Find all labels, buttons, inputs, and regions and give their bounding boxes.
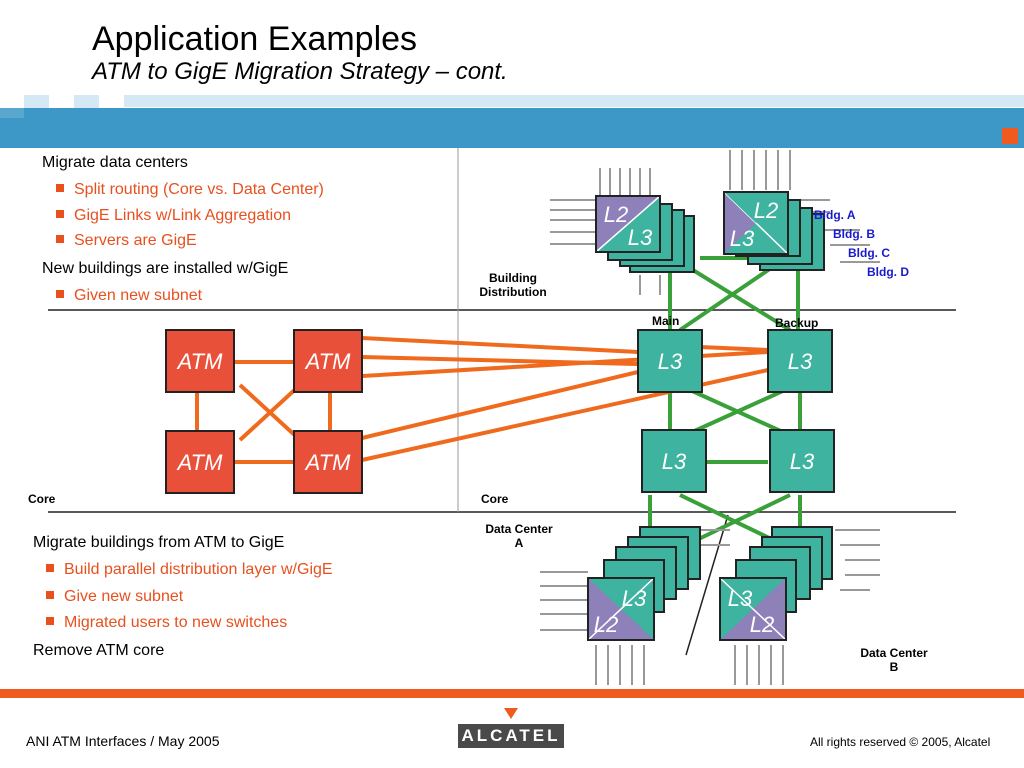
atm-switches: ATM ATM ATM ATM <box>165 329 363 494</box>
data-center-b-label: Data Center B <box>860 646 928 674</box>
atm-switch-2: ATM <box>293 329 363 393</box>
bldg-d-label: Bldg. D <box>867 265 909 279</box>
bottom-bullet-3: Migrated users to new switches <box>46 614 287 632</box>
atm-to-main-1 <box>361 336 639 354</box>
atm-switch-3: ATM <box>165 430 235 494</box>
divider-diagonal <box>685 514 729 656</box>
l3-text: L3 <box>628 225 653 250</box>
bottom-heading-1: Migrate buildings from ATM to GigE <box>33 534 285 551</box>
header-accent-square <box>1002 128 1018 144</box>
main-to-backup <box>699 345 769 352</box>
top-bullet-1: Split routing (Core vs. Data Center) <box>56 181 324 199</box>
bldg-a-label: Bldg. A <box>814 208 856 222</box>
atm-link-cross-2 <box>238 383 302 442</box>
header-band <box>0 108 1024 148</box>
l3-switches: L3 L3 L3 L3 <box>637 329 835 493</box>
data-center-a-label: Data Center A <box>485 522 553 550</box>
bldg-b-label: Bldg. B <box>833 227 875 241</box>
data-center-a-stack: L3 L2 <box>540 526 730 685</box>
building-stack-left: L2 L3 <box>550 168 695 295</box>
top-bullet-4: Given new subnet <box>56 287 202 305</box>
atm-to-backup-2 <box>361 368 769 462</box>
atm-switch-4: ATM <box>293 430 363 494</box>
svg-text:L3: L3 <box>622 586 647 611</box>
footer-orange-band <box>0 689 1024 698</box>
svg-text:L3: L3 <box>662 449 687 474</box>
top-heading-1: Migrate data centers <box>42 154 188 171</box>
top-bullet-2: GigE Links w/Link Aggregation <box>56 207 291 225</box>
svg-text:ATM: ATM <box>304 450 351 475</box>
building-distribution-label: Building Distribution <box>479 271 547 299</box>
main-label: Main <box>652 314 680 328</box>
core-right-label: Core <box>481 492 509 506</box>
footer-left-text: ANI ATM Interfaces / May 2005 <box>26 733 220 749</box>
bottom-bullet-2: Give new subnet <box>46 588 183 606</box>
svg-text:ATM: ATM <box>176 349 223 374</box>
l3-backup: L3 <box>767 329 833 393</box>
svg-text:L3: L3 <box>730 226 755 251</box>
logo-arrow-icon <box>504 708 518 719</box>
page-title: Application Examples <box>92 20 418 58</box>
footer-right-text: All rights reserved © 2005, Alcatel <box>810 735 991 749</box>
data-center-b-stack: L3 L2 <box>719 526 880 685</box>
l3-core-a: L3 <box>641 429 707 493</box>
atm-to-main-3 <box>361 370 639 440</box>
svg-text:L3: L3 <box>728 586 753 611</box>
header-band-shade <box>0 108 24 118</box>
svg-text:L3: L3 <box>658 349 683 374</box>
svg-text:L3: L3 <box>788 349 813 374</box>
link-bldg-cross-1 <box>678 260 792 332</box>
atm-to-backup <box>361 350 769 378</box>
l3-main: L3 <box>637 329 703 393</box>
atm-switch-1: ATM <box>165 329 235 393</box>
svg-text:L2: L2 <box>594 612 618 637</box>
link-bldg-cross-2 <box>678 260 782 332</box>
backup-label: Backup <box>775 316 819 330</box>
alcatel-logo: ALCATEL <box>458 724 564 748</box>
bottom-bullet-1: Build parallel distribution layer w/GigE <box>46 561 333 579</box>
top-heading-2: New buildings are installed w/GigE <box>42 260 289 277</box>
svg-text:L2: L2 <box>754 198 778 223</box>
core-left-label: Core <box>28 492 56 506</box>
link-core-cross-2 <box>689 388 786 435</box>
building-stack-right: L2 L3 <box>723 150 880 271</box>
green-links <box>648 250 820 560</box>
header-light-strip <box>124 95 1024 107</box>
svg-text:L2: L2 <box>750 612 774 637</box>
svg-text:L3: L3 <box>790 449 815 474</box>
svg-text:ATM: ATM <box>304 349 351 374</box>
bottom-heading-2: Remove ATM core <box>33 642 165 659</box>
l3-core-b: L3 <box>769 429 835 493</box>
svg-text:ATM: ATM <box>176 450 223 475</box>
bldg-c-label: Bldg. C <box>848 246 890 260</box>
page-subtitle: ATM to GigE Migration Strategy – cont. <box>92 58 508 85</box>
top-bullet-3: Servers are GigE <box>56 232 197 250</box>
l2-text: L2 <box>604 202 628 227</box>
